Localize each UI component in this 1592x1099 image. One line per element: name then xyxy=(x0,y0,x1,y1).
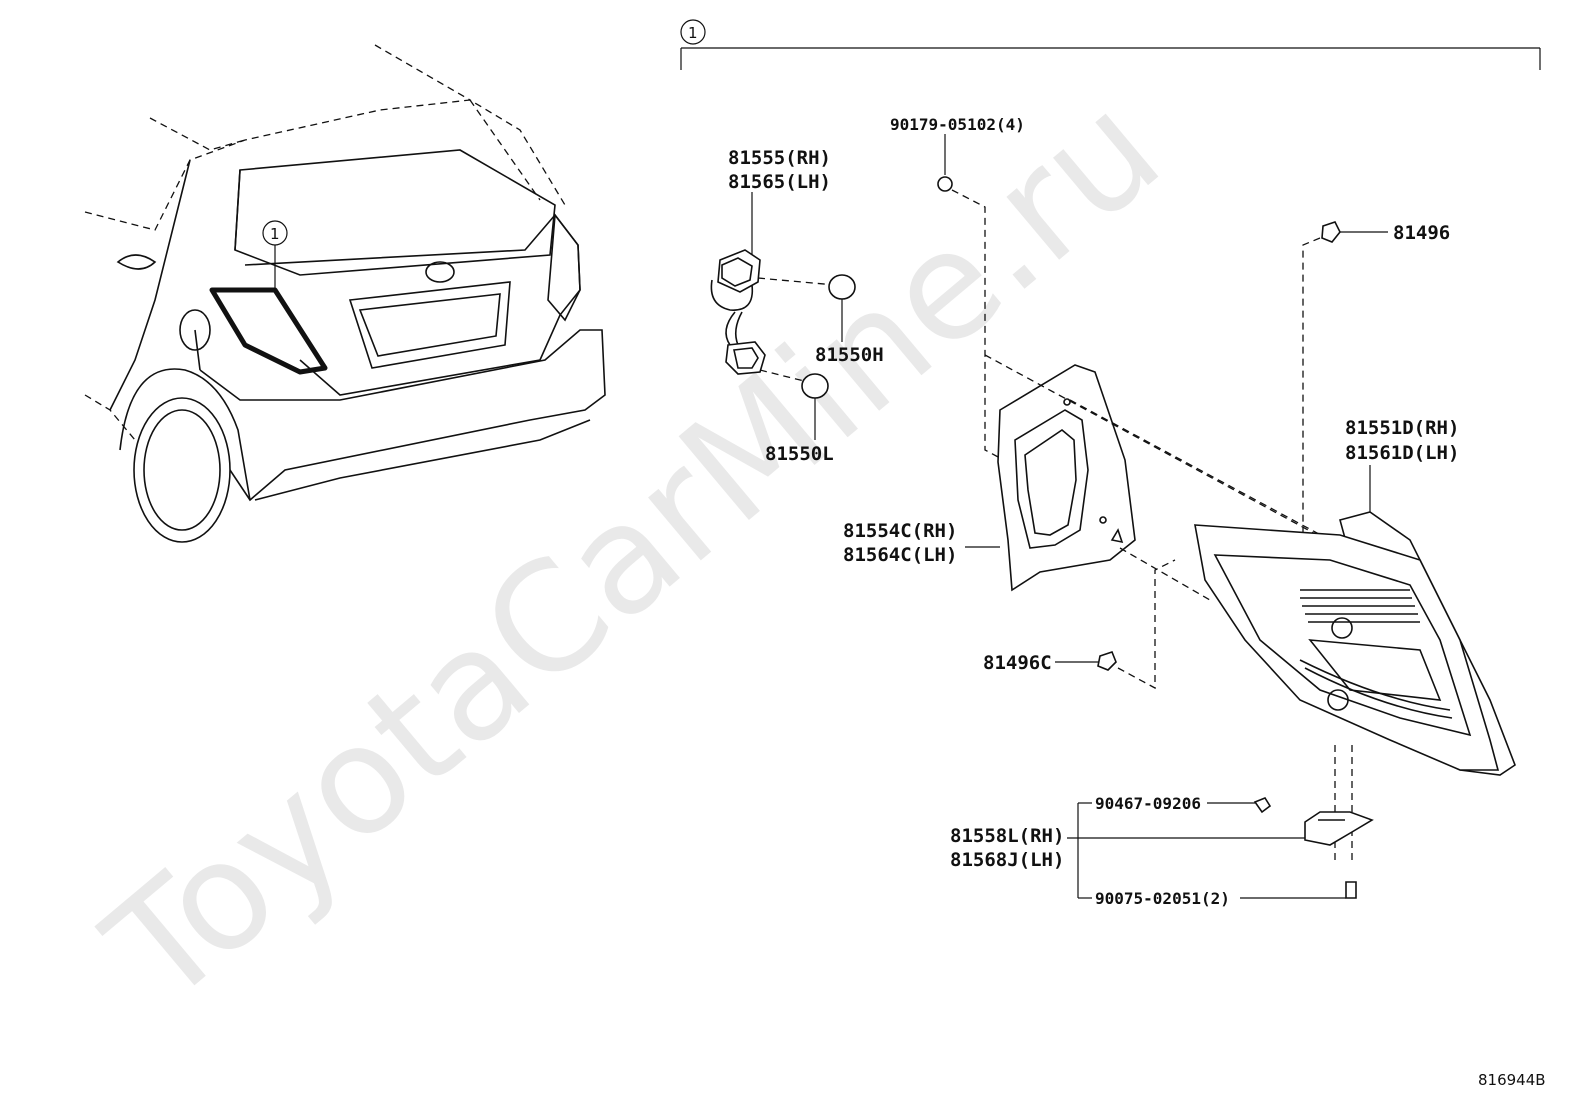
label-socket-rh: 81555(RH) xyxy=(728,147,831,169)
screw-90179 xyxy=(937,134,1001,459)
group-bracket: 1 xyxy=(680,19,1541,70)
label-bracket-lh: 81568J(LH) xyxy=(950,849,1064,871)
bulb-h xyxy=(757,274,856,342)
socket-wire-harness xyxy=(710,192,766,375)
label-cover-rh: 81554C(RH) xyxy=(843,520,957,542)
label-lens-rh: 81551D(RH) xyxy=(1345,417,1459,439)
lamp-cover xyxy=(984,354,1346,601)
label-cover-lh: 81564C(LH) xyxy=(843,544,957,566)
label-lens-lh: 81561D(LH) xyxy=(1345,442,1459,464)
label-clip-81496: 81496 xyxy=(1393,222,1450,244)
bulb-l xyxy=(759,369,829,440)
clip-81496c xyxy=(1055,559,1176,690)
label-clip-81496c: 81496C xyxy=(983,652,1052,674)
label-socket-lh: 81565(LH) xyxy=(728,171,831,193)
part-labels: 90179-05102(4) 81555(RH) 81565(LH) 81550… xyxy=(728,115,1546,1089)
lamp-bracket xyxy=(1067,745,1374,899)
label-screw-90075: 90075-02051(2) xyxy=(1095,889,1230,908)
label-bulb-l: 81550L xyxy=(765,443,834,465)
tail-lamp-lens xyxy=(1194,465,1516,776)
label-bracket-rh: 81558L(RH) xyxy=(950,825,1064,847)
vehicle-marker: 1 xyxy=(270,225,280,243)
diagram-reference: 816944B xyxy=(1478,1071,1546,1089)
label-screw-90179: 90179-05102(4) xyxy=(890,115,1025,134)
group-marker: 1 xyxy=(688,24,698,42)
vehicle-illustration: 1 xyxy=(84,44,606,543)
clip-81496 xyxy=(1302,221,1388,535)
label-bolt-90467: 90467-09206 xyxy=(1095,794,1201,813)
label-bulb-h: 81550H xyxy=(815,344,884,366)
